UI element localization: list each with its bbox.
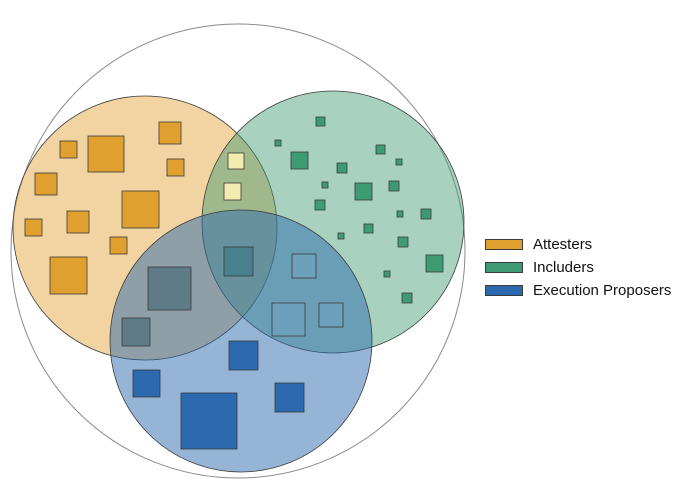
execution-proposer-member bbox=[228, 340, 259, 371]
includer-proposer-members bbox=[271, 253, 344, 337]
legend-swatch bbox=[485, 285, 523, 296]
includer-member bbox=[395, 158, 403, 166]
includer-member bbox=[425, 254, 444, 273]
execution-proposer-members bbox=[132, 340, 305, 450]
attester-member bbox=[24, 218, 43, 237]
includer-member bbox=[274, 139, 282, 147]
execution-proposer-member bbox=[132, 369, 161, 398]
includer-proposer-member bbox=[271, 302, 306, 337]
all-three-members bbox=[223, 246, 254, 277]
attester-member bbox=[158, 121, 182, 145]
attester-member bbox=[66, 210, 90, 234]
includer-member bbox=[290, 151, 309, 170]
attester-member bbox=[49, 256, 88, 295]
includer-member bbox=[363, 223, 374, 234]
attester-proposer-member bbox=[147, 266, 192, 311]
attester-member bbox=[121, 190, 160, 229]
outer-circle bbox=[10, 23, 466, 479]
legend-item-includers: Includers bbox=[485, 256, 690, 279]
includer-member bbox=[354, 182, 373, 201]
attester-includer-members bbox=[223, 152, 245, 201]
attester-proposer-members bbox=[121, 266, 192, 347]
legend-item-execution-proposers: Execution Proposers bbox=[485, 279, 690, 302]
attester-member bbox=[166, 158, 185, 177]
legend-label: Attesters bbox=[533, 236, 593, 253]
attester-member bbox=[59, 140, 78, 159]
all-three-member bbox=[223, 246, 254, 277]
attester-member bbox=[87, 135, 125, 173]
attester-member bbox=[109, 236, 128, 255]
includer-proposer-member bbox=[291, 253, 317, 279]
includer-member bbox=[314, 199, 326, 211]
legend-label: Includers bbox=[533, 259, 594, 276]
includer-proposer-member bbox=[318, 302, 344, 328]
legend-item-attesters: Attesters bbox=[485, 233, 690, 256]
legend: Attesters Includers Execution Proposers bbox=[485, 233, 690, 302]
includer-member bbox=[321, 181, 329, 189]
legend-swatch bbox=[485, 239, 523, 250]
includer-member bbox=[396, 210, 404, 218]
includer-member bbox=[401, 292, 413, 304]
includer-member bbox=[337, 232, 345, 240]
execution-proposer-member bbox=[274, 382, 305, 413]
includer-member bbox=[375, 144, 386, 155]
attester-includer-member bbox=[227, 152, 245, 170]
attester-member bbox=[34, 172, 58, 196]
attester-members bbox=[24, 121, 185, 295]
legend-swatch bbox=[485, 262, 523, 273]
includer-member bbox=[383, 270, 391, 278]
includer-member bbox=[397, 236, 409, 248]
attester-proposer-member bbox=[121, 317, 151, 347]
includer-member bbox=[388, 180, 400, 192]
execution-proposer-member bbox=[180, 392, 238, 450]
legend-label: Execution Proposers bbox=[533, 282, 672, 299]
includer-member bbox=[336, 162, 348, 174]
attester-includer-member bbox=[223, 182, 242, 201]
includer-member bbox=[420, 208, 432, 220]
includer-member bbox=[315, 116, 326, 127]
includer-members bbox=[274, 116, 444, 304]
